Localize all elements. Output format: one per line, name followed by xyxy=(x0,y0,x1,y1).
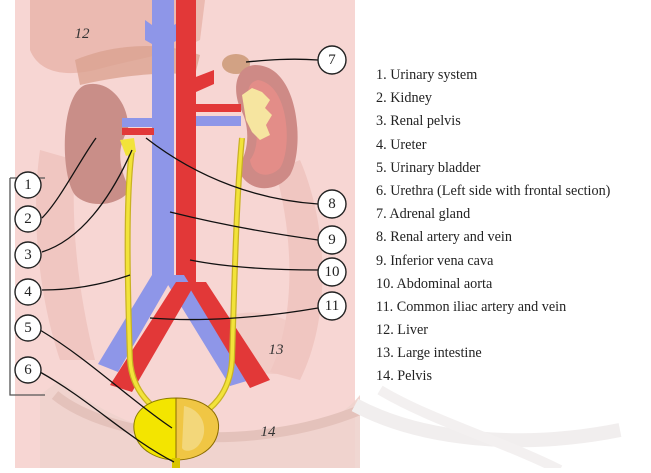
legend-item: 8. Renal artery and vein xyxy=(376,226,651,249)
legend-item: 5. Urinary bladder xyxy=(376,157,651,180)
svg-text:5: 5 xyxy=(24,320,32,336)
legend-item: 14. Pelvis xyxy=(376,365,651,388)
callout-14: 14 xyxy=(261,424,277,440)
inferior-vena-cava xyxy=(152,0,174,280)
svg-text:9: 9 xyxy=(328,232,336,248)
callout-2: 2 xyxy=(15,206,41,232)
callout-10: 10 xyxy=(318,258,346,286)
callout-7: 7 xyxy=(318,46,346,74)
callout-6: 6 xyxy=(15,357,41,383)
callout-1: 1 xyxy=(15,172,41,198)
callout-12: 12 xyxy=(75,26,91,42)
svg-text:8: 8 xyxy=(328,196,336,212)
abdominal-aorta xyxy=(176,0,196,290)
svg-text:13: 13 xyxy=(269,342,284,358)
legend-item: 6. Urethra (Left side with frontal secti… xyxy=(376,180,651,203)
legend-item: 12. Liver xyxy=(376,319,651,342)
renal-vein-left xyxy=(122,118,154,127)
legend-list: 1. Urinary system 2. Kidney 3. Renal pel… xyxy=(376,64,651,389)
svg-text:1: 1 xyxy=(24,177,32,193)
callout-3: 3 xyxy=(15,242,41,268)
legend-item: 13. Large intestine xyxy=(376,342,651,365)
legend-item: 1. Urinary system xyxy=(376,64,651,87)
legend-item: 3. Renal pelvis xyxy=(376,110,651,133)
kidney-left xyxy=(65,84,130,204)
renal-vein-right xyxy=(196,116,241,126)
legend-item: 4. Ureter xyxy=(376,134,651,157)
svg-text:10: 10 xyxy=(325,264,340,280)
legend-item: 10. Abdominal aorta xyxy=(376,273,651,296)
legend-item: 7. Adrenal gland xyxy=(376,203,651,226)
callout-8: 8 xyxy=(318,190,346,218)
callout-4: 4 xyxy=(15,279,41,305)
callout-5: 5 xyxy=(15,315,41,341)
callout-9: 9 xyxy=(318,226,346,254)
svg-text:2: 2 xyxy=(24,211,32,227)
svg-text:14: 14 xyxy=(261,424,277,440)
svg-text:12: 12 xyxy=(75,26,91,42)
legend-item: 2. Kidney xyxy=(376,87,651,110)
svg-text:3: 3 xyxy=(24,247,32,263)
svg-text:6: 6 xyxy=(24,362,32,378)
callout-13: 13 xyxy=(269,342,284,358)
svg-text:7: 7 xyxy=(328,52,336,68)
svg-text:4: 4 xyxy=(24,284,32,300)
svg-text:11: 11 xyxy=(325,298,339,314)
urethra xyxy=(172,458,180,468)
renal-artery-left xyxy=(122,128,154,135)
callout-11: 11 xyxy=(318,292,346,320)
legend-item: 11. Common iliac artery and vein xyxy=(376,296,651,319)
renal-artery-right xyxy=(196,104,241,112)
legend-item: 9. Inferior vena cava xyxy=(376,250,651,273)
